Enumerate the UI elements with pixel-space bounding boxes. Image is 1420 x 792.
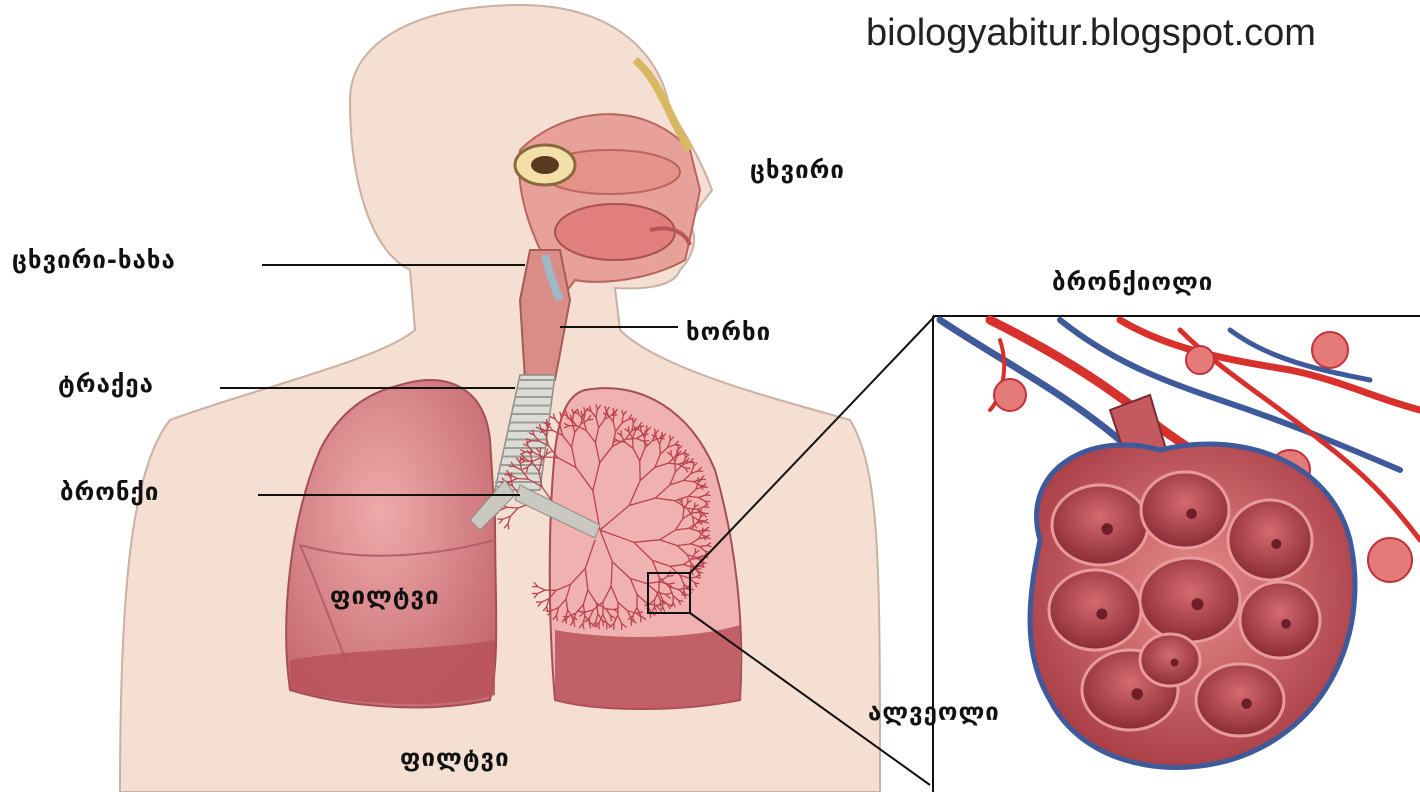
label-nose: ცხვირი [750, 156, 845, 184]
label-bronchus: ბრონქი [60, 478, 159, 506]
alveoli-inset [933, 316, 1420, 792]
label-bronchiole: ბრონქიოლი [1052, 268, 1213, 296]
label-trachea: ტრაქეა [58, 370, 154, 398]
label-nasopharynx: ცხვირი-ხახა [12, 246, 176, 274]
label-alveoli: ალვეოლი [868, 698, 1000, 726]
label-lungs-bottom: ფილტვი [400, 744, 510, 772]
body-silhouette [120, 5, 880, 792]
label-larynx: ხორხი [686, 318, 771, 346]
label-lung-inner: ფილტვი [330, 582, 440, 610]
source-watermark: biologyabitur.blogspot.com [866, 12, 1316, 55]
